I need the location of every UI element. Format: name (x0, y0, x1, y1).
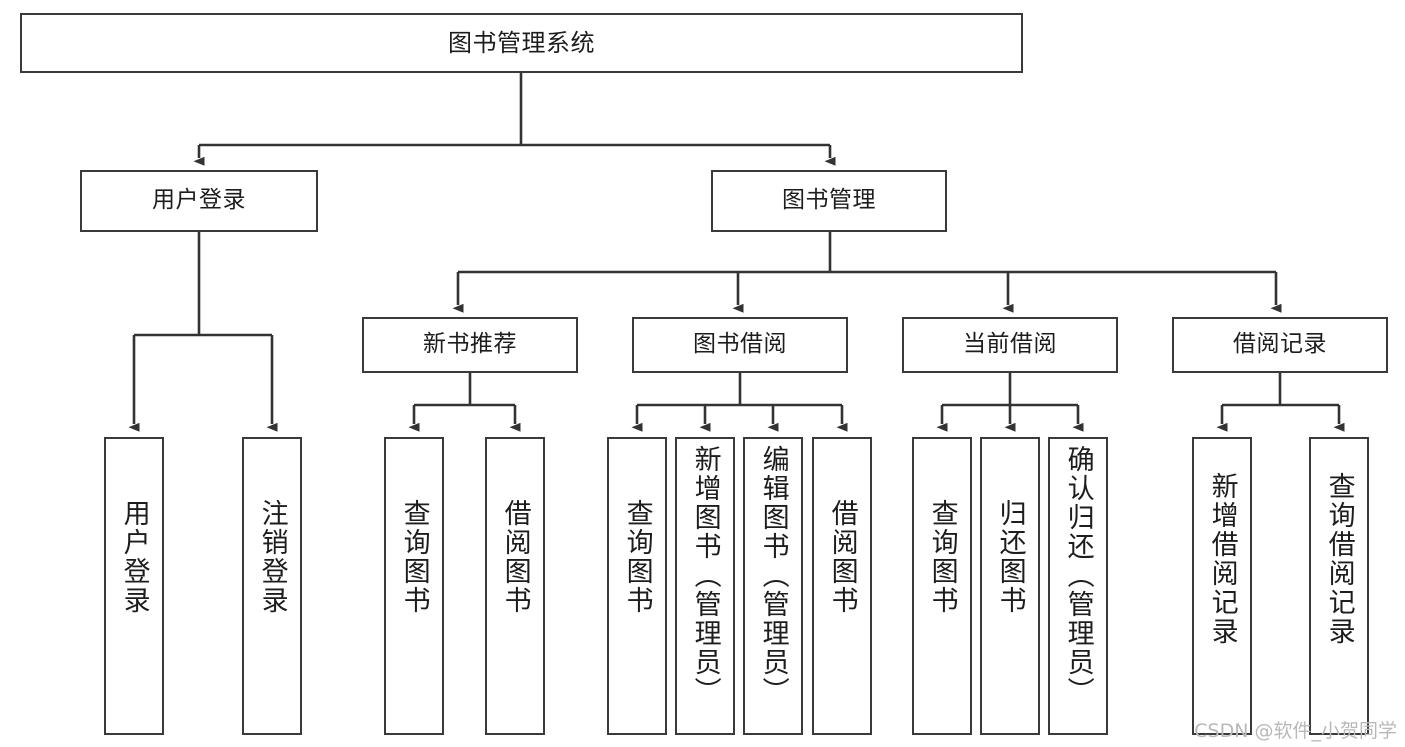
leaf-recommend-borrow-book[interactable]: 借阅图书 (485, 437, 545, 735)
node-label: 用户登录 (152, 187, 246, 214)
leaf-recommend-query-book[interactable]: 查询图书 (384, 437, 444, 735)
leaf-current-return-book[interactable]: 归还图书 (980, 437, 1040, 735)
leaf-current-query-book[interactable]: 查询图书 (912, 437, 972, 735)
leaf-current-confirm-return-admin[interactable]: 确认归还（管理员） (1048, 437, 1108, 735)
node-label: 新增图书（管理员） (689, 445, 721, 706)
leaf-borrow-add-book-admin[interactable]: 新增图书（管理员） (675, 437, 735, 735)
node-label: 图书管理 (782, 187, 876, 214)
node-label: 新书推荐 (423, 331, 517, 358)
node-label: 查询借阅记录 (1323, 472, 1355, 646)
node-label: 归还图书 (994, 499, 1026, 615)
node-label: 注销登录 (256, 499, 288, 615)
node-root-system[interactable]: 图书管理系统 (20, 13, 1023, 73)
node-label: 用户登录 (118, 499, 150, 615)
node-borrow-record[interactable]: 借阅记录 (1172, 317, 1388, 373)
node-label: 新增借阅记录 (1206, 472, 1238, 646)
leaf-borrow-borrow-book[interactable]: 借阅图书 (812, 437, 872, 735)
node-new-book-recommend[interactable]: 新书推荐 (362, 317, 578, 373)
node-label: 编辑图书（管理员） (757, 445, 789, 706)
node-label: 查询图书 (926, 499, 958, 615)
node-label: 图书借阅 (693, 331, 787, 358)
leaf-record-add-record[interactable]: 新增借阅记录 (1192, 437, 1252, 735)
node-label: 查询图书 (398, 499, 430, 615)
leaf-record-query-record[interactable]: 查询借阅记录 (1309, 437, 1369, 735)
node-label: 当前借阅 (963, 331, 1057, 358)
node-label: 借阅记录 (1233, 331, 1327, 358)
node-current-borrow[interactable]: 当前借阅 (902, 317, 1118, 373)
leaf-borrow-edit-book-admin[interactable]: 编辑图书（管理员） (743, 437, 803, 735)
node-user-login[interactable]: 用户登录 (80, 170, 318, 232)
node-label: 借阅图书 (499, 499, 531, 615)
leaf-borrow-query-book[interactable]: 查询图书 (607, 437, 667, 735)
node-label: 确认归还（管理员） (1062, 445, 1094, 706)
node-label: 图书管理系统 (448, 28, 595, 57)
csdn-watermark: CSDN @软件_小贺同学 (1194, 720, 1397, 742)
node-book-management[interactable]: 图书管理 (711, 170, 947, 232)
node-label: 借阅图书 (826, 499, 858, 615)
leaf-user-login[interactable]: 用户登录 (104, 437, 164, 735)
node-book-borrow[interactable]: 图书借阅 (632, 317, 848, 373)
leaf-user-logout[interactable]: 注销登录 (242, 437, 302, 735)
node-label: 查询图书 (621, 499, 653, 615)
